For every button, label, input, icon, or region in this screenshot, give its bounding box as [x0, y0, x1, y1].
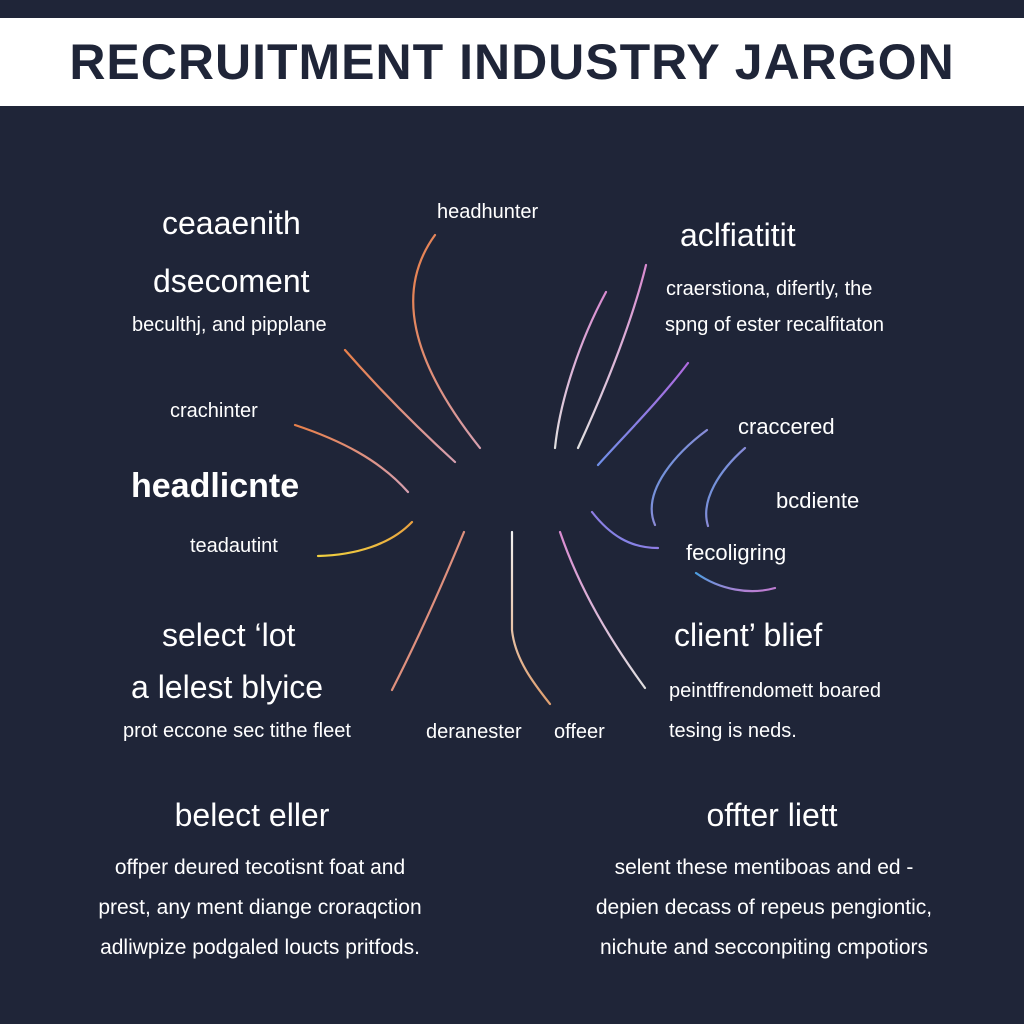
desc-craerstiona: craerstiona, difertly, the [666, 278, 873, 300]
connector-line [705, 446, 747, 528]
title-bar: RECRUITMENT INDUSTRY JARGON [0, 18, 1024, 106]
paragraph-line: offper deured tecotisnt foat and [114, 856, 406, 879]
connector-line [694, 571, 777, 593]
term-craccered: craccered [738, 414, 835, 439]
desc-beculthj: beculthj, and pipplane [132, 314, 327, 336]
paragraph-line: depien decass of repeus pengiontic, [595, 896, 933, 919]
left-paragraph: offper deured tecotisnt foat and prest, … [0, 848, 520, 968]
desc-prot-eccone: prot eccone sec tithe fleet [123, 720, 351, 742]
paragraph-line: prest, any ment diange croraqction [98, 896, 422, 919]
term-ceaaenith: ceaaenith [162, 205, 301, 241]
connector-line [596, 361, 690, 467]
connector-line [576, 263, 648, 450]
term-client-blief: client’ blief [674, 617, 823, 653]
paragraph-line: nichute and secconpiting cmpotiors [599, 936, 929, 959]
term-bcdiente: bcdiente [776, 488, 860, 513]
term-headlicnte: headlicnte [131, 467, 300, 505]
term-aclfiatitit: aclfiatitit [680, 217, 796, 253]
connector-line [510, 530, 552, 706]
term-offeer: offeer [554, 721, 605, 743]
term-headhunter: headhunter [437, 201, 539, 223]
connector-line [343, 348, 457, 464]
term-dsecoment: dsecoment [153, 263, 310, 299]
term-crachinter: crachinter [170, 400, 258, 422]
term-teadautint: teadautint [190, 535, 278, 557]
desc-tesing: tesing is neds. [669, 720, 797, 742]
term-lelest-blyice: a lelest blyice [131, 669, 324, 705]
paragraph-line: adliwpize podgaled loucts pritfods. [100, 936, 420, 959]
connector-line [390, 530, 466, 692]
right-paragraph: selent these mentiboas and ed - depien d… [504, 848, 1024, 968]
desc-spng: spng of ester recalfitaton [665, 314, 885, 336]
connector-line [590, 510, 660, 550]
heading-belect-eller: belect eller [174, 797, 330, 833]
term-fecoligring: fecoligring [686, 540, 787, 565]
connector-line [293, 423, 410, 494]
connector-line [412, 233, 482, 450]
term-select-lot: select ‘lot [162, 617, 296, 653]
paragraph-line: selent these mentiboas and ed - [614, 856, 914, 879]
connector-line [650, 428, 709, 527]
heading-offter-liett: offter liett [706, 797, 838, 833]
page-title: RECRUITMENT INDUSTRY JARGON [69, 34, 955, 90]
connector-line [316, 520, 414, 558]
connector-line [553, 290, 608, 450]
connector-line [558, 530, 647, 690]
term-deranester: deranester [426, 721, 522, 743]
desc-peintff: peintffrendomett boared [669, 680, 882, 702]
